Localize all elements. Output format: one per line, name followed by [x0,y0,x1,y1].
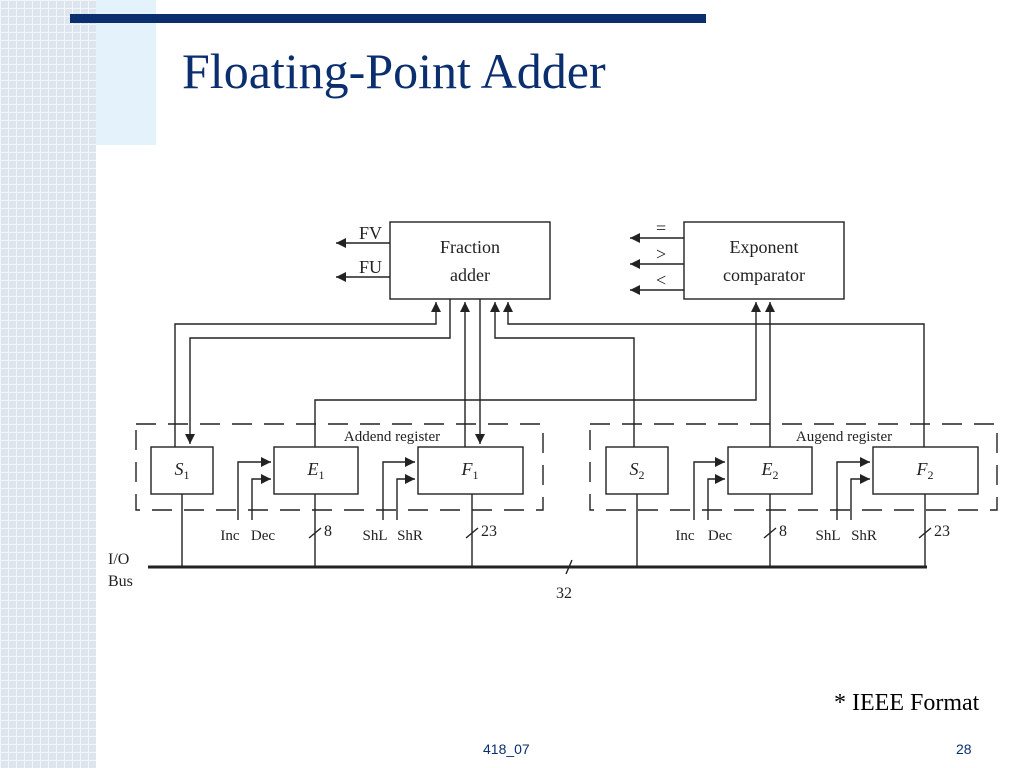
lt-label: < [656,270,666,290]
f2-width-label: 23 [934,523,950,540]
s2-label: S2 [630,459,645,482]
fu-label: FU [359,257,382,277]
background-accent-block [96,0,156,145]
inc-label-1: Inc [220,528,239,544]
e1-box [273,446,359,495]
s1-label: S1 [175,459,190,482]
f2-label: F2 [916,459,934,482]
bus-width-label: 32 [556,585,572,602]
bus-label-1: I/O [108,551,129,568]
dec-label-2: Dec [708,528,732,544]
f1-width-tick [465,527,479,539]
s2-to-adder-line [490,302,635,447]
inc-control-2 [693,457,725,520]
dec-control-2 [707,474,725,520]
dec-label-1: Dec [251,528,275,544]
footer-course-code: 418_07 [483,741,530,757]
shr-control-2 [850,474,870,520]
shl-label-2: ShL [815,528,840,544]
dec-control-1 [251,474,271,520]
inc-label-2: Inc [675,528,694,544]
ieee-format-note: * IEEE Format [834,690,980,716]
addend-register-frame [135,423,544,511]
augend-register-frame [589,423,998,511]
shr-label-1: ShR [397,528,423,544]
fraction-adder-label-2: adder [450,265,490,285]
e1-label: E1 [307,459,325,482]
addend-register-label: Addend register [344,429,440,445]
shr-control-1 [396,474,415,520]
e1-width-tick [308,527,322,539]
s1-to-adder-line [174,302,441,447]
exponent-comparator-box [683,221,845,300]
slide-title: Floating-Point Adder [182,43,606,99]
fraction-adder-label-1: Fraction [440,237,500,257]
title-rule [70,14,706,23]
f2-width-tick [918,527,932,539]
f2-to-adder-line [503,302,925,447]
e2-label: E2 [761,459,779,482]
exponent-comparator-label-1: Exponent [730,237,799,257]
fv-label: FV [359,223,382,243]
eq-label: = [656,218,666,238]
e2-width-tick [763,527,777,539]
f1-label: F1 [461,459,479,482]
gt-label: > [656,244,666,264]
slide-number: 28 [956,741,972,757]
fraction-adder-box [389,221,551,300]
augend-register-label: Augend register [796,429,892,445]
shl-label-1: ShL [362,528,387,544]
adder-to-s1-line [185,299,451,444]
e1-to-comparator-line [314,302,761,447]
e1-width-label: 8 [324,523,332,540]
f1-box [417,446,524,495]
shl-control-2 [836,457,870,520]
e2-width-label: 8 [779,523,787,540]
bus-label-2: Bus [108,573,133,590]
inc-control-1 [237,457,271,520]
shl-control-1 [382,457,415,520]
background-grid-strip [0,0,96,768]
exponent-comparator-label-2: comparator [723,265,805,285]
f1-width-label: 23 [481,523,497,540]
shr-label-2: ShR [851,528,877,544]
